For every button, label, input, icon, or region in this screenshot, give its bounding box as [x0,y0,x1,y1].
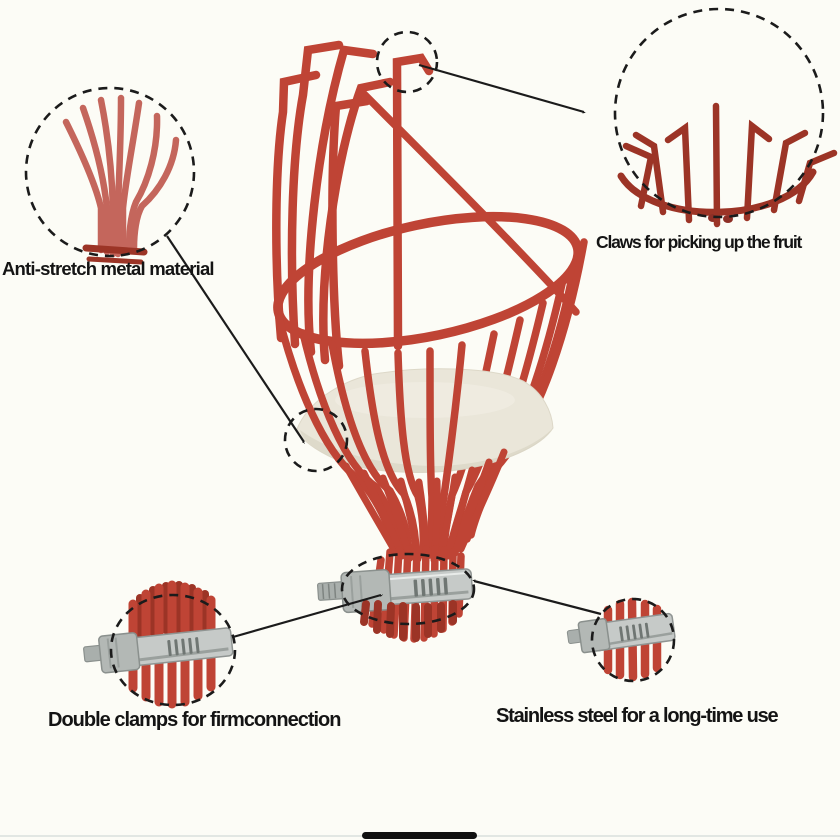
basket-wire-marker-circle [283,407,349,473]
annotation-arrows [166,63,602,639]
stainless-callout-circle [590,597,676,683]
claw-tip-marker-circle [375,30,439,94]
claw-tip-wire [392,53,434,351]
callout-claws [613,7,838,228]
zoom-markers [283,30,476,626]
basket-claw-wires [272,40,434,371]
callout-anti-stretch [24,86,196,265]
clamp-marker-circle [340,552,476,626]
wire-tips [360,600,457,642]
arrow-anti-stretch-to-basket [166,235,304,442]
fruit-picker-basket [272,40,588,643]
arrow-double-clamps-to-clamp [232,595,381,639]
label-double-clamps: Double clamps for firmconnection [48,709,341,731]
double-clamps-callout-circle [109,593,237,707]
arrow-claw-tip-to-claws-callout [418,63,584,112]
label-stainless: Stainless steel for a long-time use [496,705,779,727]
anti-stretch-callout-circle [24,86,196,258]
home-indicator-bar[interactable] [362,832,477,839]
callout-stainless [566,597,676,683]
label-anti-stretch: Anti-stretch metal material [2,258,215,279]
callout-clamp-band-small [566,612,676,654]
arrow-stainless-to-clamp [474,581,602,616]
callout-clamp-band [83,627,234,674]
claws-callout-circle [613,7,825,219]
callout-double-clamps [83,580,237,709]
label-claws: Claws for picking up the fruit [596,232,802,252]
